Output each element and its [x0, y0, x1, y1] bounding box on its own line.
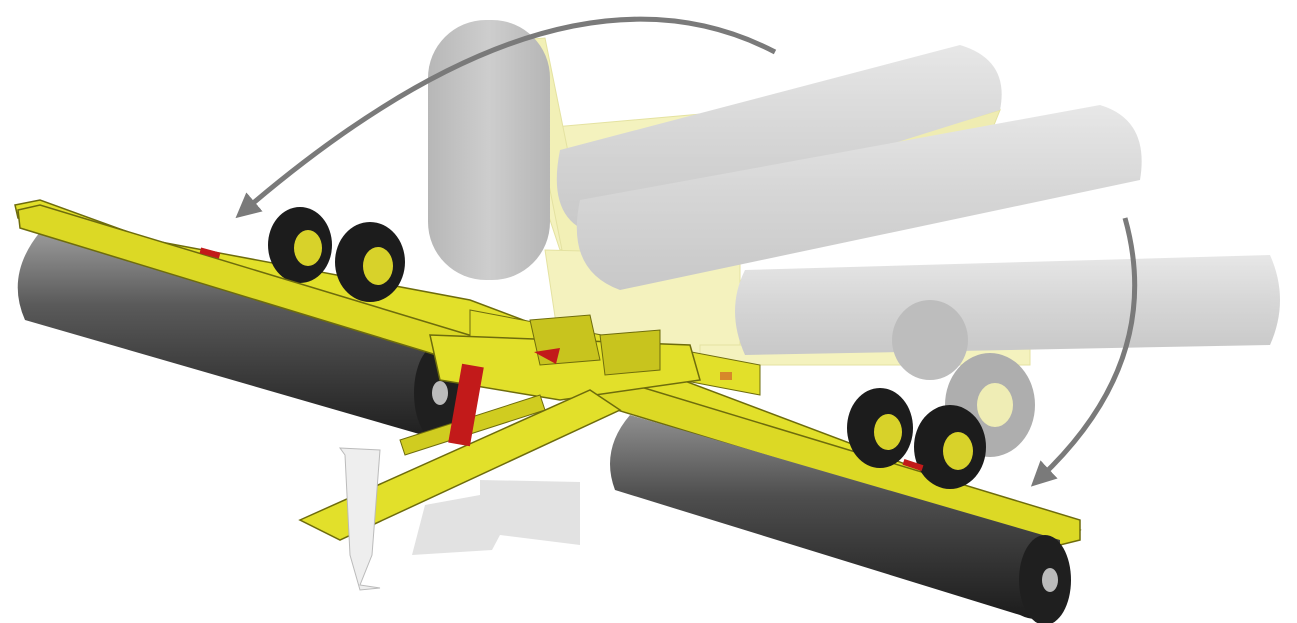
ghost-drum-vertical [428, 20, 550, 280]
right-transport-wheels [847, 388, 986, 489]
reflectors [199, 247, 924, 471]
ghost-drum-middle [576, 105, 1142, 290]
left-transport-wheels [268, 207, 405, 302]
ghost-drum-lower [735, 255, 1280, 355]
ghost-transport-position [428, 20, 1280, 457]
right-roller-drum [610, 415, 1071, 623]
hitch-tongue [298, 363, 622, 591]
left-roller-drum [17, 232, 462, 441]
center-pivot [429, 314, 701, 401]
travel-direction-arrow-icon [412, 480, 580, 555]
rotation-arrow-icon [235, 16, 1138, 487]
